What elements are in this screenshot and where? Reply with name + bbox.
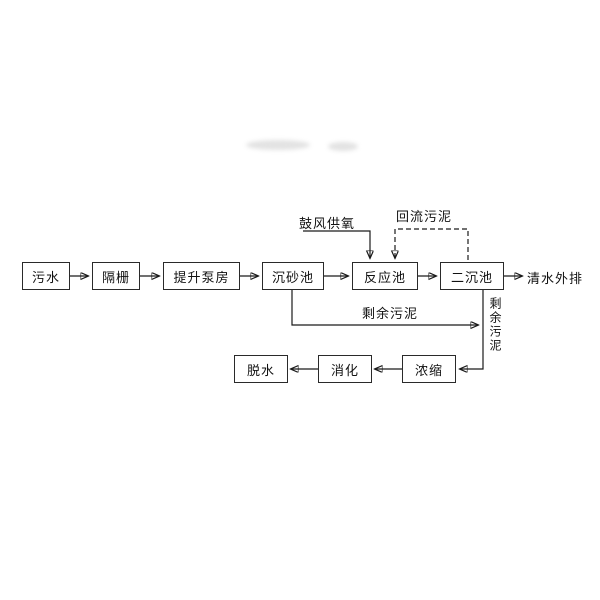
edge-excesssludge-vertical — [460, 290, 484, 369]
node-pump-house: 提升泵房 — [163, 262, 240, 290]
label-excess-sludge-horizontal: 剩余污泥 — [362, 306, 419, 321]
node-sewage: 污水 — [22, 262, 70, 290]
node-secondary-tank: 二沉池 — [440, 262, 504, 290]
node-reaction-tank: 反应池 — [352, 262, 418, 290]
edge-excesssludge-horizontal — [291, 290, 478, 325]
edge-returnsludge — [395, 228, 469, 260]
edge-airsupply-reactiontank — [303, 230, 370, 258]
node-thickening: 浓缩 — [402, 355, 456, 383]
label-excess-sludge-vertical: 剩余污泥 — [488, 297, 502, 353]
node-digestion: 消化 — [318, 355, 372, 383]
node-dewatering: 脱水 — [234, 355, 288, 383]
label-effluent: 清水外排 — [527, 271, 584, 286]
watermark-smudge — [246, 140, 310, 150]
watermark-smudge — [328, 142, 358, 151]
node-grit-chamber: 沉砂池 — [262, 262, 324, 290]
label-air-supply: 鼓风供氧 — [299, 216, 356, 231]
node-screen: 隔栅 — [92, 262, 140, 290]
label-return-sludge: 回流污泥 — [396, 209, 453, 224]
